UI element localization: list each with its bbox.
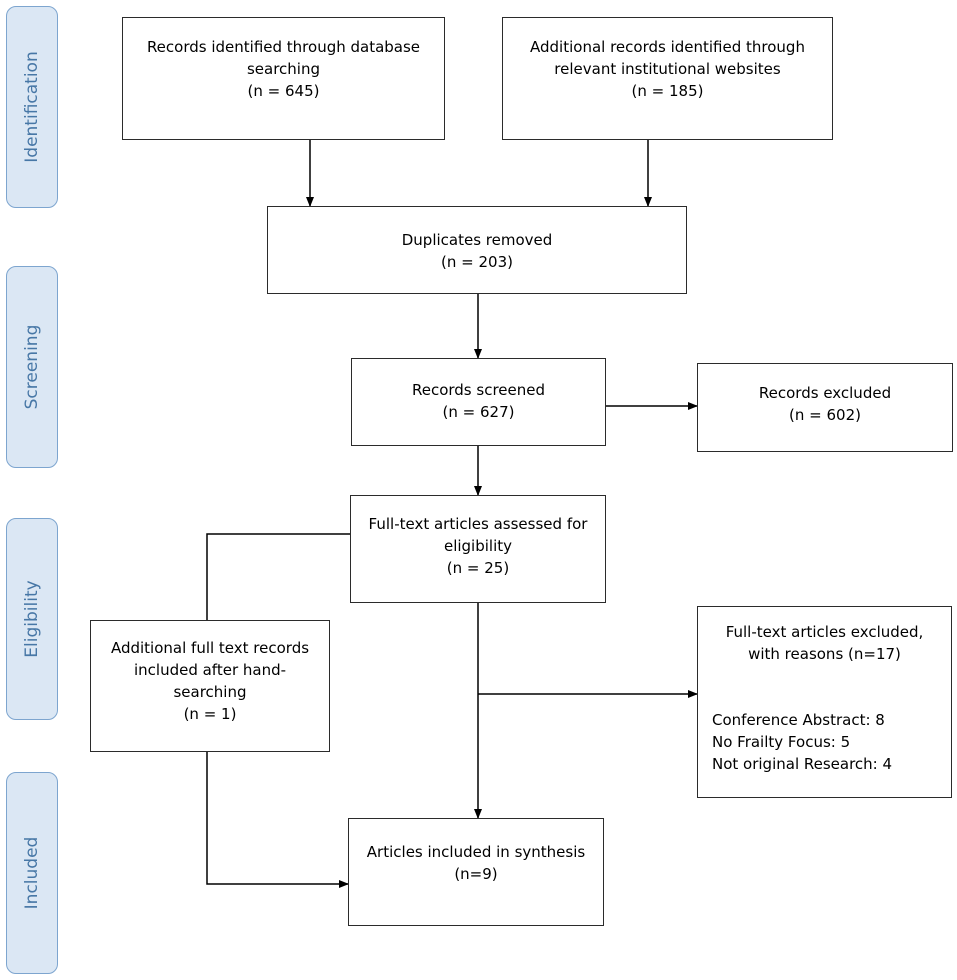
- additional-records-box: Additional records identified through re…: [502, 17, 833, 140]
- hand-searching-line3: searching: [173, 683, 247, 701]
- database-records-box: Records identified through database sear…: [122, 17, 445, 140]
- phase-identification-label: Identification: [22, 51, 42, 163]
- fulltext-excluded-line1: Full-text articles excluded,: [725, 623, 924, 641]
- hand-searching-line2: included after hand-: [133, 661, 287, 679]
- phase-included-label: Included: [22, 836, 42, 910]
- hand-searching-box: Additional full text records included af…: [90, 620, 330, 752]
- exclusion-reasons-list: Conference Abstract: 8 No Frailty Focus:…: [698, 709, 951, 775]
- hand-searching-line1: Additional full text records: [110, 639, 310, 657]
- phase-screening: Screening: [6, 266, 58, 468]
- fulltext-assessed-count: (n = 25): [446, 559, 510, 577]
- records-excluded-box: Records excluded (n = 602): [697, 363, 953, 452]
- phase-included: Included: [6, 772, 58, 974]
- included-synthesis-box: Articles included in synthesis (n=9): [348, 818, 604, 926]
- additional-records-line1: Additional records identified through: [530, 38, 805, 56]
- records-screened-box: Records screened (n = 627): [351, 358, 606, 446]
- arrow-hand-search-to-included: [206, 752, 349, 888]
- phase-screening-label: Screening: [22, 324, 42, 410]
- phase-eligibility: Eligibility: [6, 518, 58, 720]
- connector-fulltext-to-hand-search: [206, 533, 350, 620]
- exclusion-reason-not-original-research: Not original Research: 4: [712, 755, 893, 773]
- records-excluded-count: (n = 602): [789, 406, 861, 424]
- duplicates-removed-title: Duplicates removed: [401, 231, 553, 249]
- additional-records-line2: relevant institutional websites: [554, 60, 781, 78]
- database-records-line2: searching: [246, 60, 321, 78]
- database-records-line1: Records identified through database: [146, 38, 421, 56]
- duplicates-removed-box: Duplicates removed (n = 203): [267, 206, 687, 294]
- fulltext-assessed-box: Full-text articles assessed for eligibil…: [350, 495, 606, 603]
- fulltext-excluded-line2: with reasons (n=17): [748, 645, 901, 663]
- hand-searching-count: (n = 1): [183, 705, 237, 723]
- included-synthesis-count: (n=9): [454, 865, 498, 883]
- records-screened-title: Records screened: [411, 381, 546, 399]
- phase-eligibility-label: Eligibility: [22, 580, 42, 658]
- additional-records-count: (n = 185): [631, 82, 704, 100]
- exclusion-reason-no-frailty-focus: No Frailty Focus: 5: [712, 733, 851, 751]
- included-synthesis-title: Articles included in synthesis: [366, 843, 586, 861]
- records-excluded-title: Records excluded: [758, 384, 892, 402]
- records-screened-count: (n = 627): [442, 403, 515, 421]
- fulltext-excluded-box: Full-text articles excluded, with reason…: [697, 606, 952, 798]
- fulltext-assessed-line2: eligibility: [443, 537, 513, 555]
- phase-identification: Identification: [6, 6, 58, 208]
- fulltext-assessed-line1: Full-text articles assessed for: [368, 515, 588, 533]
- duplicates-removed-count: (n = 203): [441, 253, 513, 271]
- database-records-count: (n = 645): [247, 82, 320, 100]
- exclusion-reason-conference-abstract: Conference Abstract: 8: [712, 711, 885, 729]
